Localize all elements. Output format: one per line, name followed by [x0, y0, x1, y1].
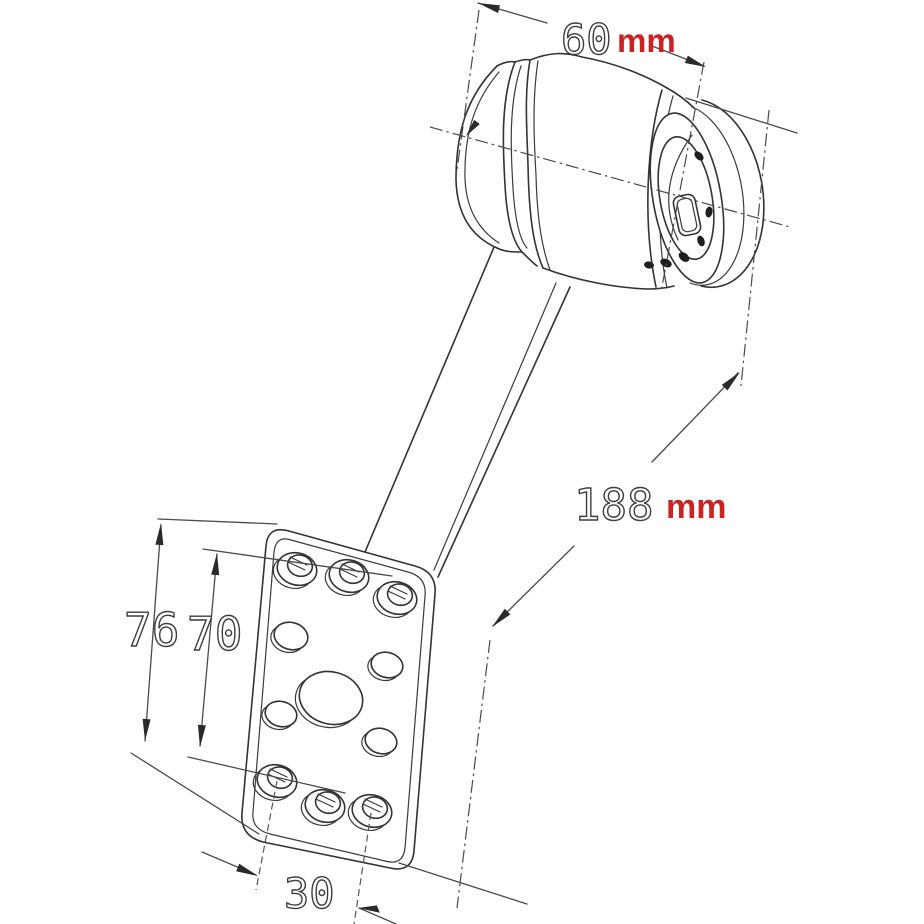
dimension-60: 60 mm [466, 2, 706, 136]
dimension-188: 188 mm [398, 97, 798, 905]
dim-70-value: 70 [187, 607, 242, 661]
boss-screw [372, 580, 418, 618]
plate-hole [367, 651, 404, 682]
face-center-window [672, 193, 702, 237]
plate-center-hole [294, 670, 364, 729]
plate-hole [270, 621, 309, 654]
dim-188-unit: mm [666, 488, 726, 526]
dimension-76-70: 76 70 [123, 518, 393, 835]
head-assembly [455, 52, 765, 290]
plate-hole [361, 727, 398, 758]
arm-tube [364, 239, 571, 578]
dimension-30: 30 [201, 851, 397, 924]
face-outer-ring [689, 106, 745, 286]
dim-76-value: 76 [124, 603, 179, 657]
boss-screw [347, 793, 393, 831]
dim-188-value: 188 [574, 480, 653, 531]
face-screw-marks [644, 151, 713, 269]
plate-hole [261, 700, 298, 731]
dim-60-value: 60 [561, 15, 612, 64]
boss-screw [300, 788, 346, 826]
dim-60-unit: mm [617, 22, 676, 59]
dim-30-value: 30 [284, 869, 335, 918]
mounting-plate [241, 528, 436, 870]
centerlines [255, 9, 791, 924]
